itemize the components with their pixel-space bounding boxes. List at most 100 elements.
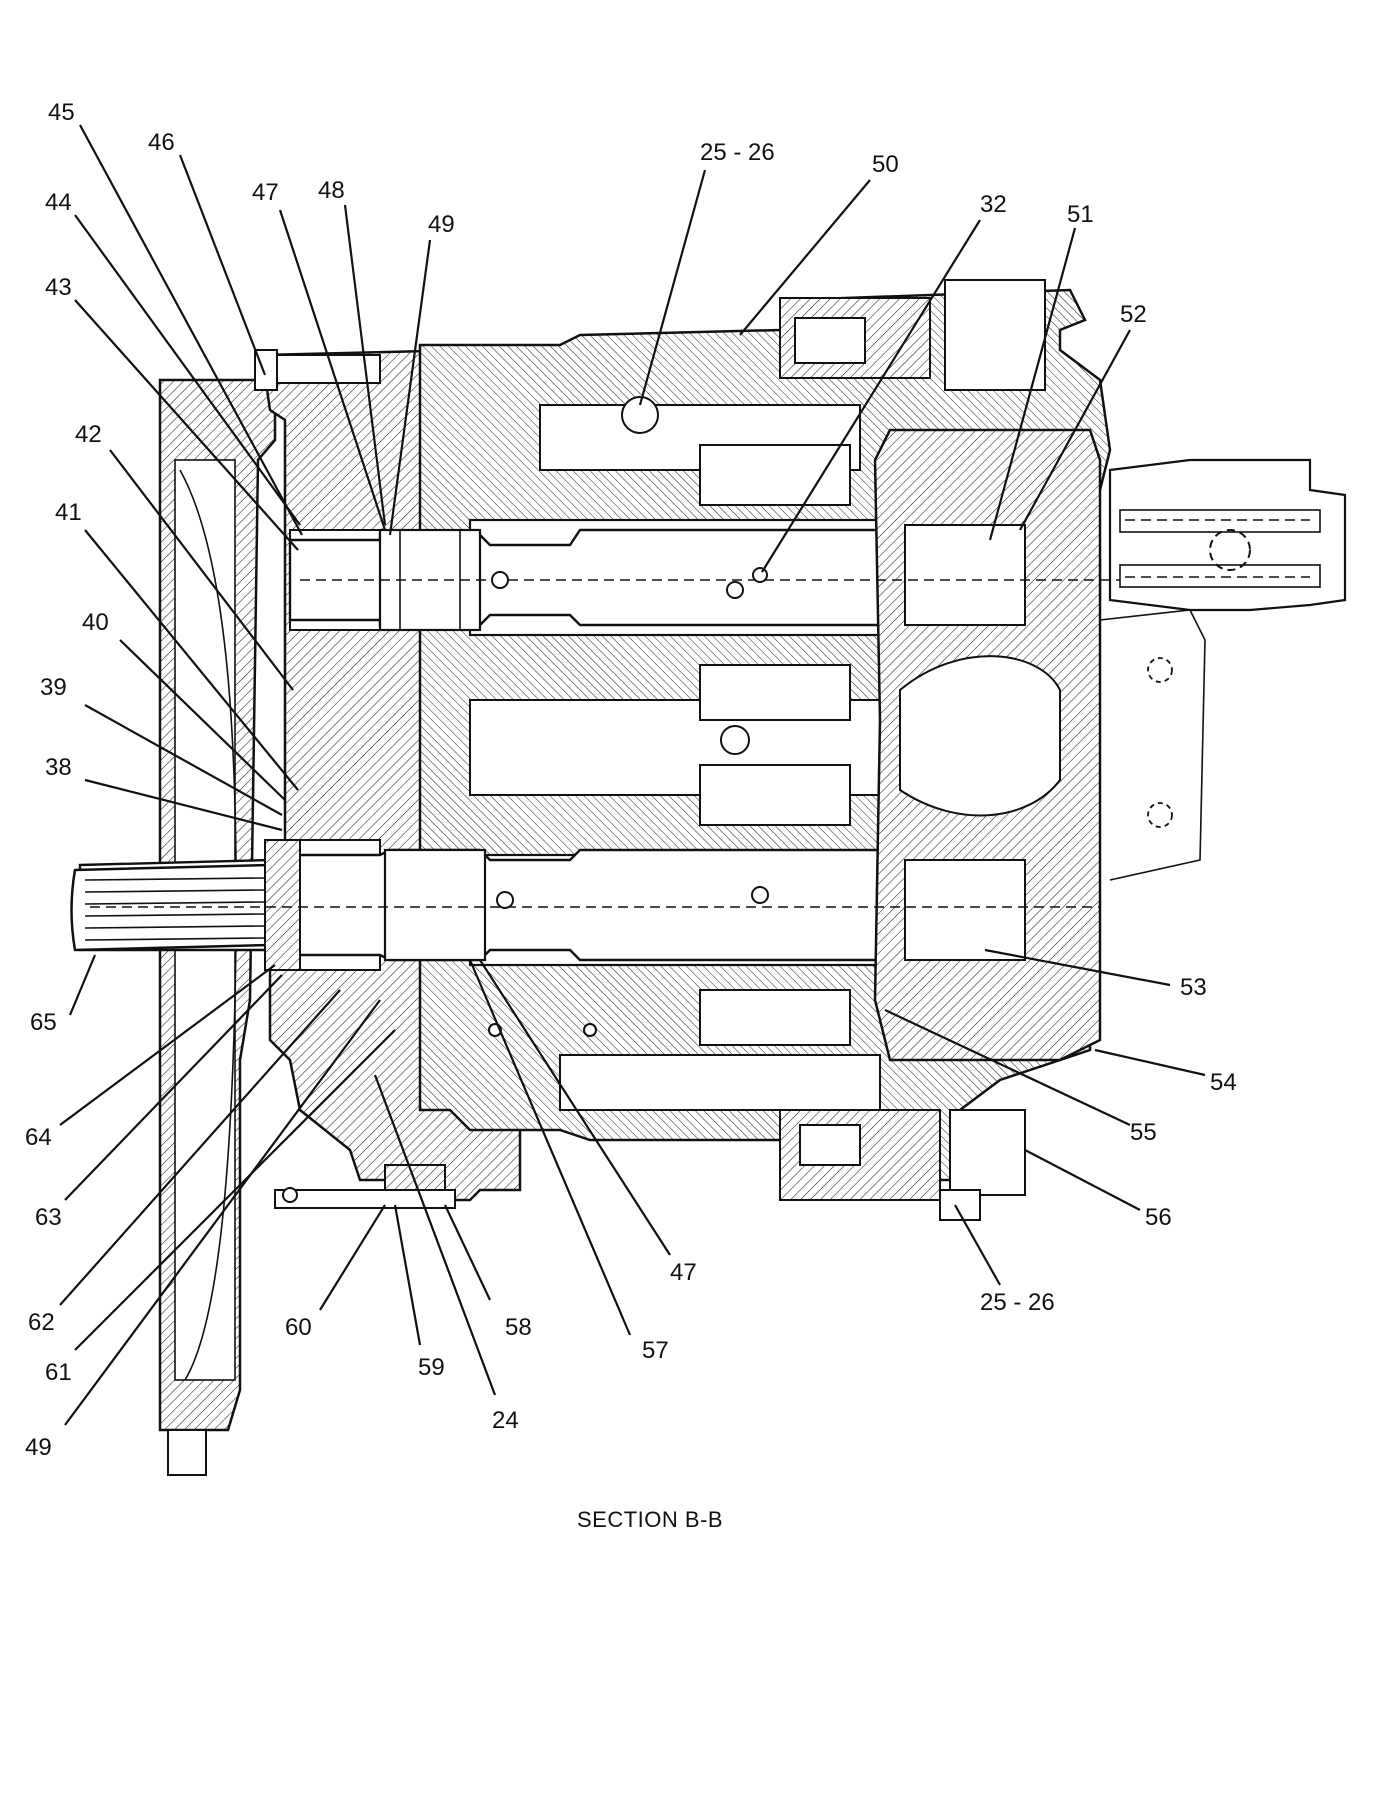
oring-4 — [751, 886, 769, 904]
callout-56: 56 — [1145, 1204, 1172, 1231]
callout-49-top: 49 — [428, 211, 455, 238]
callout-50: 50 — [872, 151, 899, 178]
callout-labels: 45 46 44 47 48 49 25 - 26 50 32 51 43 52… — [25, 99, 1237, 1461]
callout-45: 45 — [48, 99, 75, 126]
leader-47a — [278, 209, 387, 531]
leader-60 — [319, 1204, 386, 1311]
front-bolt-top — [259, 354, 381, 384]
leader-55 — [884, 1009, 1131, 1126]
leader-40 — [119, 639, 286, 801]
callout-61: 61 — [45, 1359, 72, 1386]
lower-piston-2 — [699, 989, 851, 1046]
rear-cap-lower-bore — [904, 859, 1026, 961]
leader-45 — [79, 124, 303, 536]
callout-58: 58 — [505, 1314, 532, 1341]
leader-65 — [68, 954, 97, 1016]
rear-cap-passage — [899, 655, 1061, 817]
callout-24: 24 — [492, 1407, 519, 1434]
rear-cover-port-2 — [1147, 802, 1173, 828]
leader-61 — [74, 1029, 396, 1351]
front-bolt-head-top — [254, 349, 278, 391]
leader-2526b — [954, 1204, 1001, 1286]
flange-foot — [167, 1429, 207, 1476]
leader-50 — [739, 179, 871, 336]
upper-piston-1 — [699, 444, 851, 506]
callout-65: 65 — [30, 1009, 57, 1036]
leader-62 — [59, 989, 341, 1306]
callout-47-top: 47 — [252, 179, 279, 206]
center-valve-ball — [720, 725, 750, 755]
leader-32 — [761, 219, 981, 573]
leader-38 — [84, 778, 283, 832]
callout-43: 43 — [45, 274, 72, 301]
oring-1 — [491, 571, 509, 589]
leader-57 — [468, 959, 632, 1336]
callout-64: 64 — [25, 1124, 52, 1151]
oring-2 — [726, 581, 744, 599]
callout-60: 60 — [285, 1314, 312, 1341]
leader-44 — [74, 214, 301, 526]
callout-53: 53 — [1180, 974, 1207, 1001]
leader-41 — [84, 529, 299, 791]
lower-gear — [383, 848, 487, 962]
leader-54 — [1094, 1048, 1206, 1077]
leader-48 — [343, 204, 387, 526]
leader-42 — [109, 449, 294, 691]
control-port-circle — [1209, 529, 1251, 571]
leader-51 — [988, 227, 1077, 541]
callout-48: 48 — [318, 177, 345, 204]
callout-46: 46 — [148, 129, 175, 156]
callout-25-26-top: 25 - 26 — [700, 139, 775, 166]
leader-lines — [59, 124, 1206, 1426]
top-valve-insert — [794, 317, 866, 364]
oring-61 — [282, 1187, 298, 1203]
callout-54: 54 — [1210, 1069, 1237, 1096]
callout-51: 51 — [1067, 201, 1094, 228]
callout-39: 39 — [40, 674, 67, 701]
callout-47-bottom: 47 — [670, 1259, 697, 1286]
oring-6 — [583, 1023, 597, 1037]
callout-44: 44 — [45, 189, 72, 216]
leader-63 — [64, 974, 283, 1201]
leader-39 — [84, 704, 283, 816]
callout-62: 62 — [28, 1309, 55, 1336]
leader-47b — [479, 959, 671, 1256]
bottom-cap-block — [949, 1109, 1026, 1196]
control-bolt-2 — [1119, 564, 1321, 588]
leader-56 — [1024, 1149, 1141, 1211]
shaft-seal-ring — [264, 839, 301, 971]
oring-32 — [752, 567, 768, 583]
callout-25-26-bottom: 25 - 26 — [980, 1289, 1055, 1316]
leader-24 — [373, 1074, 497, 1396]
callout-41: 41 — [55, 499, 82, 526]
callout-32: 32 — [980, 191, 1007, 218]
leader-49b — [64, 999, 381, 1426]
callout-57: 57 — [642, 1337, 669, 1364]
callout-42: 42 — [75, 421, 102, 448]
top-cap-block — [944, 279, 1046, 391]
callout-55: 55 — [1130, 1119, 1157, 1146]
oring-3 — [496, 891, 514, 909]
port-25-26-top — [621, 396, 659, 434]
control-bolt-1 — [1119, 509, 1321, 533]
bottom-valve-insert — [799, 1124, 861, 1166]
leader-46 — [178, 154, 267, 376]
leader-59 — [393, 1204, 422, 1346]
callout-38: 38 — [45, 754, 72, 781]
callout-49-bottom: 49 — [25, 1434, 52, 1461]
callout-63: 63 — [35, 1204, 62, 1231]
leader-58 — [444, 1204, 491, 1301]
leader-52 — [1019, 329, 1131, 531]
leader-43 — [74, 299, 299, 551]
callout-59: 59 — [418, 1354, 445, 1381]
callout-52: 52 — [1120, 301, 1147, 328]
upper-piston-2 — [699, 664, 851, 721]
bottom-plate — [274, 1189, 456, 1209]
callout-40: 40 — [82, 609, 109, 636]
leader-53 — [984, 948, 1171, 987]
leader-64 — [59, 964, 276, 1126]
rear-cover-outline — [1099, 609, 1206, 881]
lower-piston-1 — [699, 764, 851, 826]
rear-cap-upper-bore — [904, 524, 1026, 626]
